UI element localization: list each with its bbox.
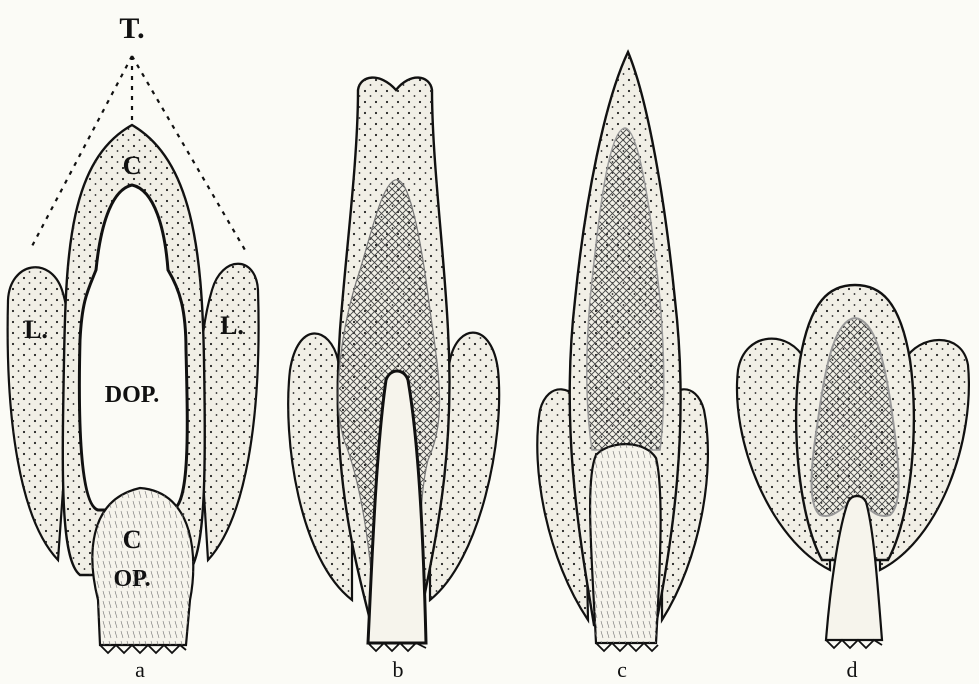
- figure-b: b: [288, 78, 499, 682]
- label-dop: DOP.: [105, 382, 159, 408]
- label-lower-c: C: [123, 525, 142, 554]
- figure-c: c: [537, 52, 708, 682]
- label-apex-c: C: [123, 151, 142, 180]
- label-top: T.: [119, 12, 144, 45]
- caption-c: c: [617, 657, 627, 682]
- figure-d: d: [737, 285, 969, 682]
- caption-b: b: [393, 657, 404, 682]
- label-leaf-right: L.: [220, 311, 244, 340]
- label-leaf-left: L.: [24, 315, 48, 344]
- caption-d: d: [847, 657, 858, 682]
- caption-a: a: [135, 657, 145, 682]
- stem-base-c: [596, 643, 658, 651]
- stem-base-a: [100, 645, 186, 653]
- label-op: OP.: [113, 566, 150, 592]
- figure-a: T. C L. L. DOP. C OP. a: [8, 12, 259, 682]
- stem-base-d: [826, 640, 882, 648]
